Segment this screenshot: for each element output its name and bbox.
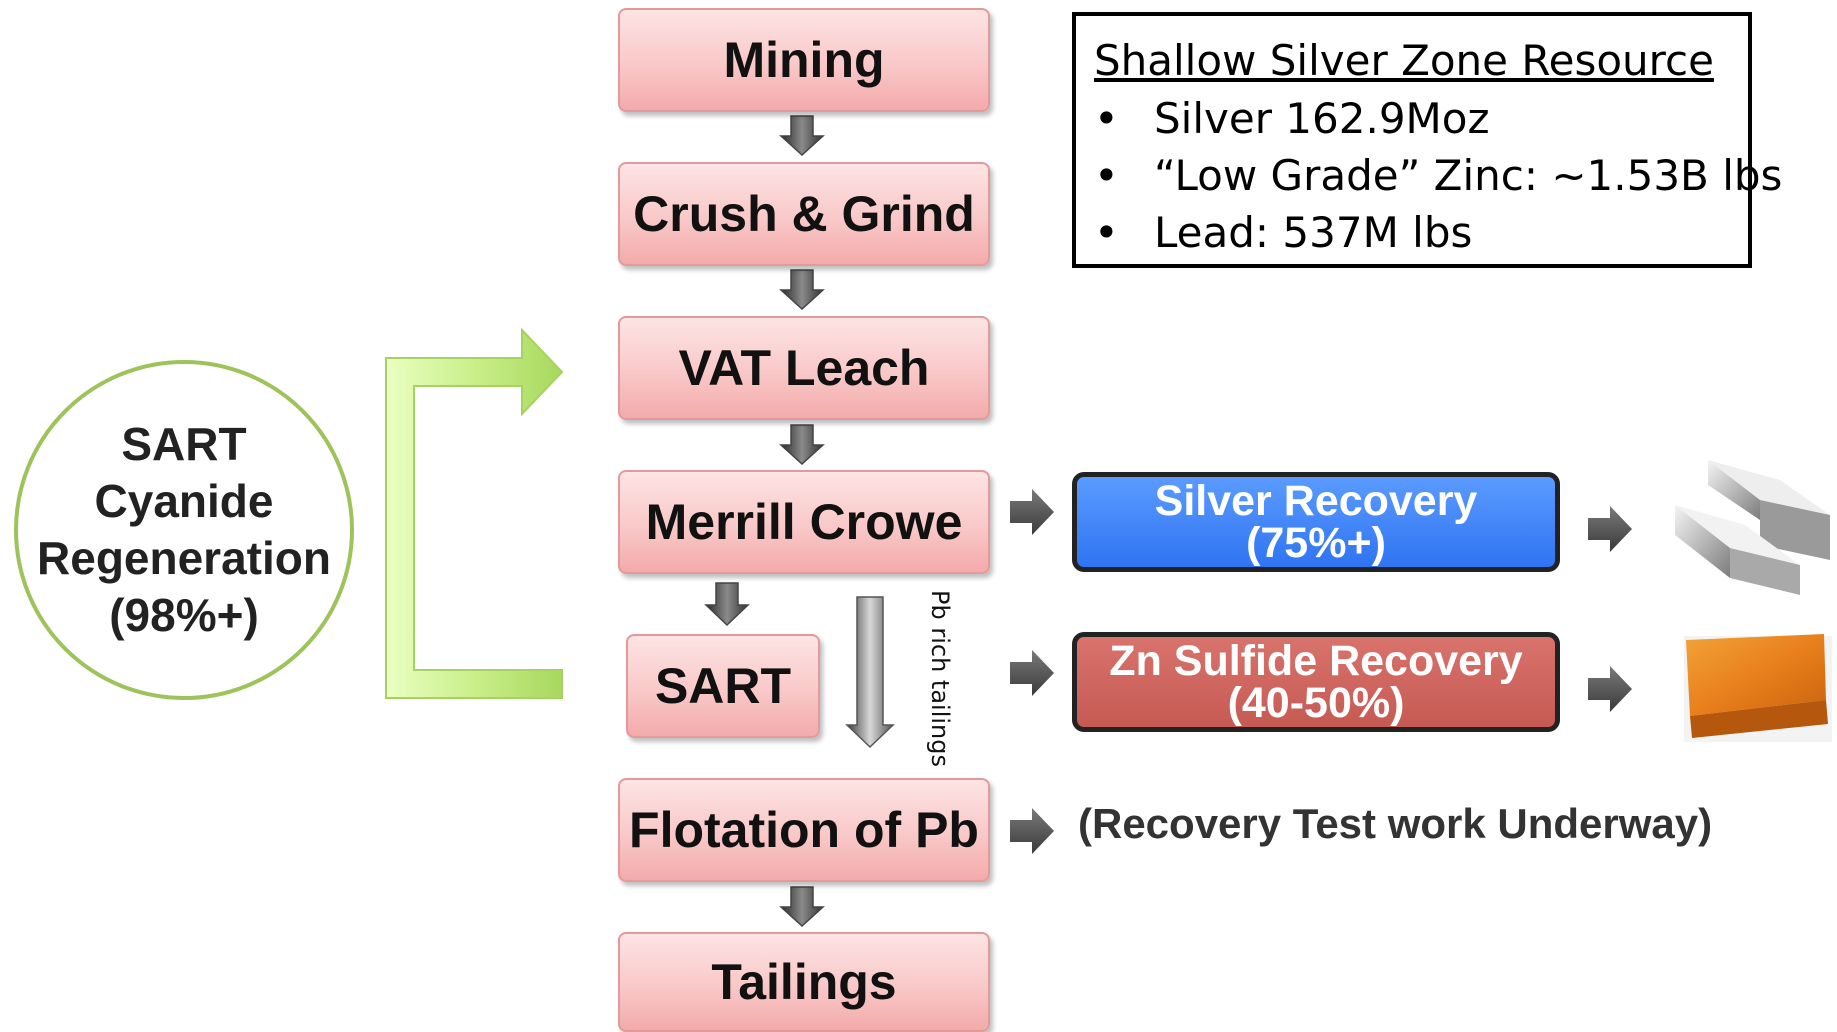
sart-regeneration-circle: SART Cyanide Regeneration (98%+)	[14, 360, 354, 700]
step-sart: SART	[626, 634, 820, 738]
silver-recovery-title: Silver Recovery	[1154, 477, 1478, 525]
right-arrow-icon	[1588, 666, 1632, 712]
bullet: •	[1094, 94, 1119, 143]
step-tailings-label: Tailings	[711, 954, 897, 1010]
zinc-block-image	[1684, 634, 1832, 742]
right-arrow-icon	[1588, 506, 1632, 552]
resource-item-lead: •Lead: 537M lbs	[1094, 208, 1473, 257]
step-tailings: Tailings	[618, 932, 990, 1032]
right-arrow-icon	[1010, 489, 1054, 535]
resource-box: Shallow Silver Zone Resource •Silver 162…	[1072, 12, 1782, 268]
bullet: •	[1094, 208, 1119, 257]
step-mining-label: Mining	[723, 32, 885, 88]
down-arrow-icon	[704, 582, 750, 627]
step-flotation-label: Flotation of Pb	[629, 802, 979, 858]
step-crush-grind-label: Crush & Grind	[633, 186, 975, 242]
regeneration-line-3: Regeneration	[37, 532, 331, 584]
step-vat-leach-label: VAT Leach	[678, 340, 930, 396]
right-arrow-icon	[1010, 650, 1054, 696]
silver-recovery-box: Silver Recovery (75%+)	[1072, 472, 1560, 572]
step-vat-leach: VAT Leach	[618, 316, 990, 420]
resource-item-silver: •Silver 162.9Moz	[1094, 94, 1490, 143]
right-arrow-icon	[1010, 808, 1054, 854]
step-crush-grind: Crush & Grind	[618, 162, 990, 266]
bullet: •	[1094, 151, 1119, 200]
down-arrow-icon	[779, 424, 825, 466]
silver-recovery-percent: (75%+)	[1246, 519, 1386, 567]
zinc-recovery-title: Zn Sulfide Recovery	[1109, 637, 1523, 685]
silver-bars-image	[1675, 460, 1830, 595]
regeneration-line-1: SART	[121, 418, 247, 470]
recycle-arrow	[385, 327, 564, 699]
regeneration-line-2: Cyanide	[94, 475, 274, 527]
regeneration-line-4: (98%+)	[109, 589, 259, 641]
zinc-recovery-percent: (40-50%)	[1227, 679, 1405, 727]
down-arrow-icon	[779, 886, 825, 928]
step-merrill-crowe-label: Merrill Crowe	[645, 494, 963, 550]
lead-recovery-note: (Recovery Test work Underway)	[1078, 800, 1713, 847]
zinc-recovery-box: Zn Sulfide Recovery (40-50%)	[1072, 632, 1560, 732]
down-arrow-icon	[779, 115, 825, 157]
step-merrill-crowe: Merrill Crowe	[618, 470, 990, 574]
step-flotation: Flotation of Pb	[618, 778, 990, 882]
resource-box-title: Shallow Silver Zone Resource	[1094, 36, 1714, 85]
pb-tailings-arrow	[845, 596, 895, 749]
pb-rich-tailings-label: Pb rich tailings	[926, 590, 954, 767]
resource-item-zinc: •“Low Grade” Zinc: ~1.53B lbs	[1094, 151, 1783, 200]
down-arrow-icon	[779, 269, 825, 311]
step-mining: Mining	[618, 8, 990, 112]
step-sart-label: SART	[654, 658, 792, 714]
